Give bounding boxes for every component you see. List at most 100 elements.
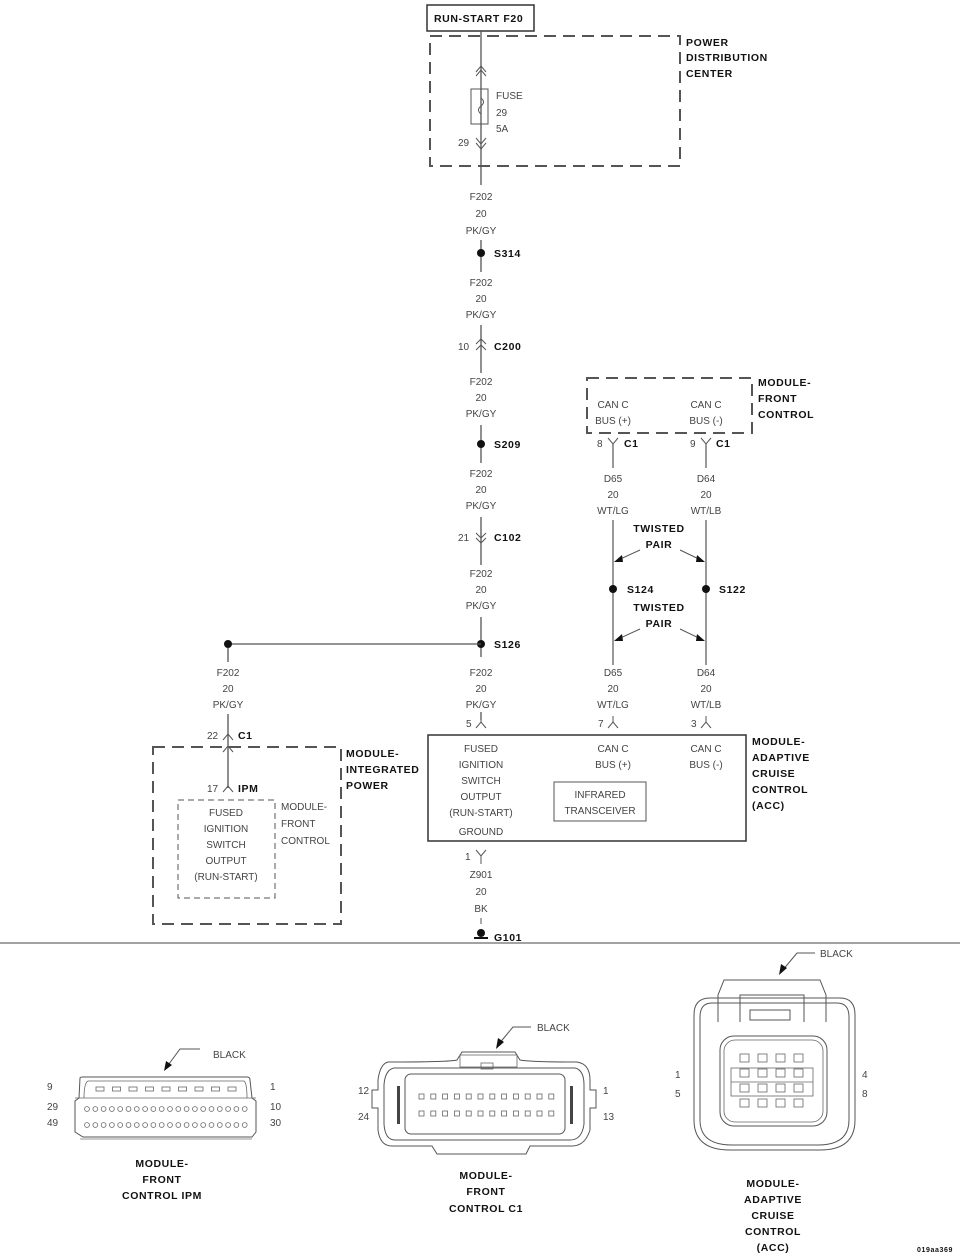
- svg-text:MODULE-: MODULE-: [281, 802, 327, 813]
- wire-label-f202: F202 20 PK/GY: [466, 469, 497, 512]
- run-start-f20-label: RUN-START F20: [434, 13, 523, 25]
- splice-branch-icon: [224, 640, 232, 648]
- pin-cavity: [112, 1086, 121, 1092]
- fcm-c1-pin9: 9: [690, 439, 696, 450]
- svg-text:MODULE-: MODULE-: [752, 736, 805, 748]
- pin-cavity: [211, 1086, 220, 1092]
- wire-label-f202: F202 20 PK/GY: [466, 569, 497, 612]
- svg-text:(ACC): (ACC): [757, 1242, 790, 1254]
- svg-text:(ACC): (ACC): [752, 800, 785, 812]
- svg-text:CONTROL: CONTROL: [745, 1226, 801, 1238]
- svg-text:WT/LB: WT/LB: [691, 506, 722, 517]
- svg-text:IGNITION: IGNITION: [459, 760, 503, 771]
- pin-cavity: [100, 1122, 107, 1128]
- svg-text:FUSED: FUSED: [464, 744, 498, 755]
- wire-label-f202: F202 20 PK/GY: [466, 377, 497, 420]
- pin-cavity: [178, 1086, 187, 1092]
- tipm-c1-label: C1: [238, 730, 253, 742]
- splice-s126-label: S126: [494, 639, 521, 651]
- svg-text:20: 20: [475, 209, 487, 220]
- pin-cavity: [161, 1086, 171, 1092]
- svg-text:MODULE-: MODULE-: [135, 1158, 188, 1170]
- svg-text:CONTROL: CONTROL: [752, 784, 808, 796]
- splice-s122-label: S122: [719, 584, 746, 596]
- twisted-pair-label-1: TWISTED: [633, 523, 684, 535]
- pin-cavity: [501, 1093, 508, 1100]
- svg-text:CRUISE: CRUISE: [751, 1210, 794, 1222]
- fuse-rating: 5A: [496, 124, 509, 135]
- svg-text:F202: F202: [470, 569, 493, 580]
- fuse-cavity: 29: [458, 138, 470, 149]
- pin-cavity: [150, 1122, 157, 1128]
- pin-cavity: [92, 1106, 99, 1112]
- pin-cavity: [793, 1098, 804, 1108]
- svg-text:F202: F202: [470, 668, 493, 679]
- pin-cavity: [150, 1106, 157, 1112]
- fcm-label-1: MODULE-: [758, 377, 811, 389]
- svg-text:20: 20: [475, 585, 487, 596]
- svg-text:D64: D64: [697, 668, 716, 679]
- pin-cavity: [524, 1110, 531, 1117]
- pin-cavity: [501, 1110, 508, 1117]
- c1-pin-tr: 1: [603, 1086, 609, 1097]
- svg-text:FUSED: FUSED: [209, 808, 243, 819]
- pin-cavity: [739, 1068, 750, 1078]
- c102-label: C102: [494, 532, 522, 544]
- pin-cavity: [442, 1093, 449, 1100]
- pin-cavity: [142, 1122, 148, 1128]
- pin-cavity: [524, 1093, 531, 1100]
- pdc-label-3: CENTER: [686, 68, 733, 80]
- c1-pin-bl: 24: [358, 1112, 370, 1123]
- pin-cavity: [145, 1086, 154, 1092]
- svg-text:ADAPTIVE: ADAPTIVE: [752, 752, 810, 764]
- c1-connector-view: [371, 1026, 597, 1155]
- svg-text:ADAPTIVE: ADAPTIVE: [744, 1194, 802, 1206]
- fcm-c1-pin8-icon: [607, 437, 619, 445]
- pin-cavity: [183, 1106, 190, 1112]
- pin-cavity: [194, 1086, 204, 1092]
- pin-cavity: [117, 1106, 123, 1112]
- c1-caption: MODULE- FRONT CONTROL C1: [449, 1170, 522, 1215]
- pin-cavity: [225, 1106, 231, 1112]
- arrow-up-icon: [222, 745, 234, 753]
- svg-text:20: 20: [607, 684, 619, 695]
- pin-cavity: [793, 1053, 804, 1063]
- pin-cavity: [775, 1053, 786, 1063]
- pin-cavity: [134, 1122, 140, 1128]
- pin-cavity: [739, 1053, 750, 1063]
- ipm-pin-bl: 49: [47, 1118, 59, 1129]
- ipm-pin-ml: 29: [47, 1102, 59, 1113]
- pin-cavity: [183, 1122, 190, 1128]
- pin-cavity: [430, 1093, 437, 1100]
- ipm-connector-icon: [222, 785, 234, 793]
- acc-pin1: 1: [465, 852, 471, 863]
- splice-s122-icon: [702, 585, 710, 593]
- svg-text:D64: D64: [697, 474, 716, 485]
- acc-pin1-connector-icon: [475, 849, 487, 857]
- pin-cavity: [757, 1098, 768, 1108]
- integrated-power-outline: [152, 746, 342, 925]
- ipm-caption: MODULE- FRONT CONTROL IPM: [122, 1158, 201, 1202]
- pin-cavity: [489, 1110, 496, 1117]
- svg-text:BK: BK: [474, 904, 488, 915]
- pin-cavity: [739, 1098, 750, 1108]
- acc-can-plus-2: BUS (+): [595, 760, 631, 771]
- pin-cavity: [453, 1093, 460, 1100]
- pin-cavity: [128, 1086, 138, 1092]
- pin-cavity: [477, 1110, 484, 1117]
- pin-cavity: [125, 1106, 132, 1112]
- fuse-number: 29: [496, 108, 508, 119]
- ipm-fused-output-label: FUSED IGNITION SWITCH OUTPUT (RUN-START): [194, 808, 258, 883]
- acc-view-pin-br: 8: [862, 1089, 868, 1100]
- pin-cavity: [233, 1122, 240, 1128]
- pin-cavity: [200, 1106, 207, 1112]
- pdc-label-1: POWER: [686, 37, 729, 49]
- svg-text:FRONT: FRONT: [142, 1174, 181, 1186]
- acc-pin7-connector-icon: [607, 716, 619, 729]
- ipm-pin-br: 30: [270, 1118, 282, 1129]
- acc-pin3-connector-icon: [700, 716, 712, 729]
- pin-cavity: [465, 1110, 472, 1117]
- c1-pin-br: 13: [603, 1112, 615, 1123]
- svg-text:F202: F202: [217, 668, 240, 679]
- wire-label-z901: Z901 20 BK: [470, 870, 493, 915]
